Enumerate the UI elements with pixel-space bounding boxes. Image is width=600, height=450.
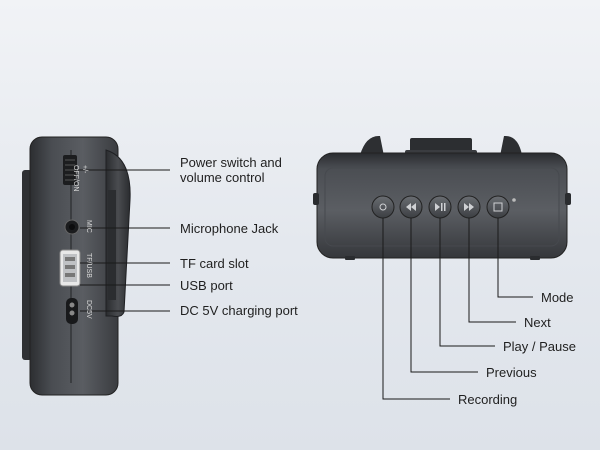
indicator-light — [512, 198, 516, 202]
previous-callout: Previous — [486, 365, 537, 380]
tf-usb-port-label: TF/USB — [85, 253, 92, 278]
callout-lines — [78, 169, 533, 400]
dc-port-label: DC5V — [85, 300, 92, 319]
microphone-jack[interactable] — [64, 219, 80, 235]
tf-card-slot-callout: TF card slot — [180, 256, 249, 271]
usb-port-callout: USB port — [180, 278, 233, 293]
power-switch-callout: Power switch and volume control — [180, 155, 282, 185]
power-callout-line1: Power switch and — [180, 155, 282, 170]
power-port-label: OFF/ON — [72, 165, 79, 192]
play-pause-callout: Play / Pause — [503, 339, 576, 354]
previous-button[interactable] — [399, 195, 423, 219]
power-switch[interactable] — [63, 155, 77, 185]
mic-port-label: MIC — [85, 220, 92, 233]
dc-charging-port[interactable] — [66, 298, 78, 324]
dc-port-callout: DC 5V charging port — [180, 303, 298, 318]
microphone-jack-callout: Microphone Jack — [180, 221, 279, 236]
next-callout: Next — [524, 315, 551, 330]
power-callout-line2: volume control — [180, 170, 265, 185]
side-view-device — [22, 136, 131, 396]
mode-button[interactable] — [486, 195, 510, 219]
recording-button[interactable] — [371, 195, 395, 219]
recording-callout: Recording — [458, 392, 518, 407]
mode-callout: Mode — [541, 290, 574, 305]
next-button[interactable] — [457, 195, 481, 219]
tf-usb-slot[interactable] — [59, 249, 81, 287]
front-view-device — [313, 135, 571, 260]
power-symbol-label: +/- — [81, 165, 88, 174]
play-pause-button[interactable] — [428, 195, 452, 219]
